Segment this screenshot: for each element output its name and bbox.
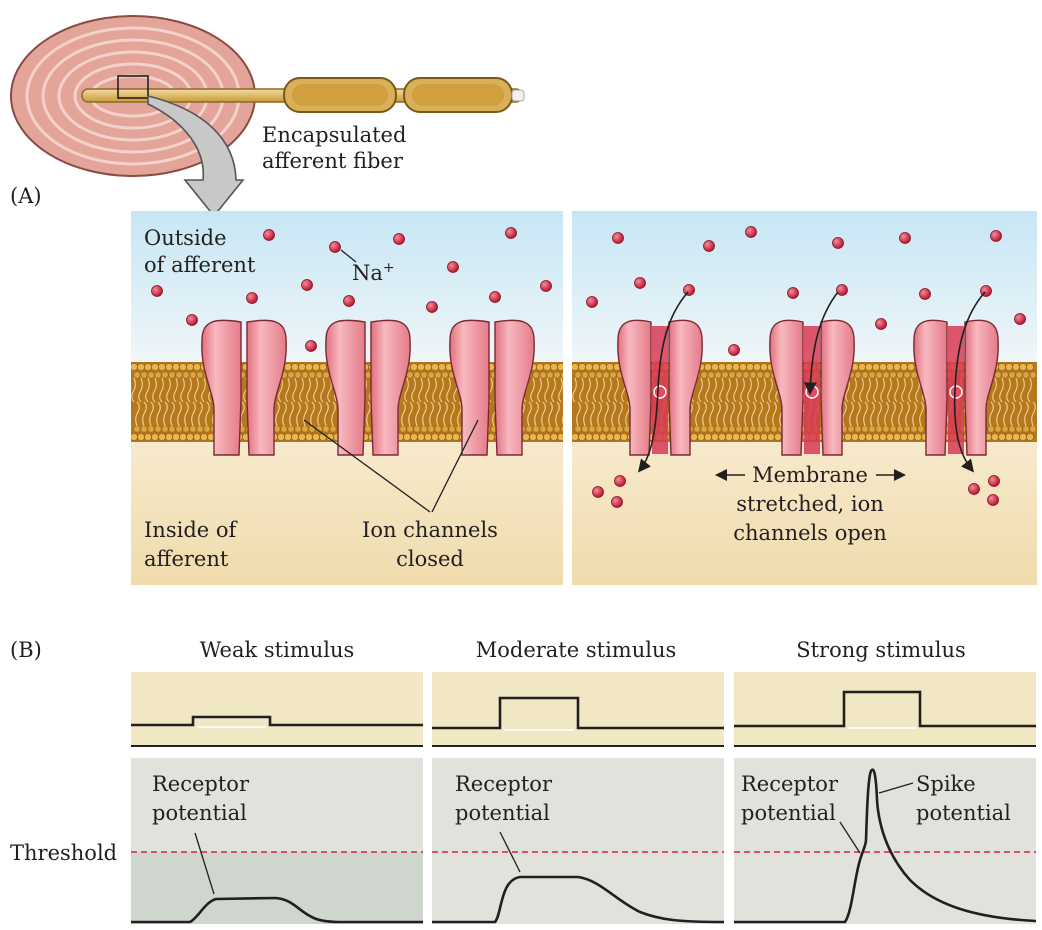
receptor-label-strong-line1: Receptor <box>741 772 839 796</box>
open-label-line3: channels open <box>733 521 887 545</box>
spike-label-line2: potential <box>916 801 1011 825</box>
column-title-moderate: Moderate stimulus <box>476 638 677 662</box>
spike-leader-strong <box>878 782 914 794</box>
stimulus-trace-moderate <box>432 696 724 730</box>
inside-label-line1: Inside of <box>144 518 239 542</box>
receptor-leader-moderate <box>499 831 521 873</box>
receptor-label-strong-line2: potential <box>741 801 836 825</box>
receptor-leader-strong <box>839 821 861 854</box>
receptor-potential-weak <box>131 896 423 924</box>
stimulus-column-strong: Strong stimulus Receptor potential Spike… <box>734 638 1037 924</box>
receptor-leader-weak <box>194 832 215 895</box>
receptor-label-moderate-line1: Receptor <box>455 772 553 796</box>
stimulus-trace-strong <box>734 690 1036 728</box>
stimulus-column-weak: Weak stimulus Receptor potential <box>131 638 423 924</box>
outside-label-line2: of afferent <box>144 253 256 277</box>
sodium-ions-right <box>586 226 1026 508</box>
closed-channel-leaders <box>303 419 479 513</box>
threshold-label: Threshold <box>10 841 117 865</box>
closed-label-line2: closed <box>396 547 464 571</box>
open-label-line2: stretched, ion <box>736 492 884 516</box>
open-label-line1: Membrane <box>752 463 868 487</box>
open-ion-channels <box>617 319 999 456</box>
panel-a-letter: (A) <box>10 184 42 208</box>
panel-b-letter: (B) <box>10 638 42 662</box>
closed-ion-channels <box>201 319 535 456</box>
stimulus-trace-weak <box>131 715 423 727</box>
stimulus-trace-box-weak <box>131 672 423 746</box>
receptor-potential-moderate <box>432 875 725 924</box>
spike-label-line1: Spike <box>916 772 976 796</box>
zoom-box <box>117 75 149 99</box>
ion-flow-arrows <box>638 291 986 473</box>
receptor-label-weak-line2: potential <box>152 801 247 825</box>
encapsulated-fiber-illustration <box>10 15 525 218</box>
sodium-ions-left <box>151 227 552 352</box>
fiber-label-line2: afferent fiber <box>262 149 404 173</box>
receptor-label-weak-line1: Receptor <box>152 772 250 796</box>
stimulus-trace-box-strong <box>734 672 1036 746</box>
spike-potential-strong <box>734 768 1037 924</box>
stimulus-column-moderate: Moderate stimulus Receptor potential <box>432 638 725 924</box>
inside-label-line2: afferent <box>144 547 229 571</box>
receptor-label-moderate-line2: potential <box>455 801 550 825</box>
sodium-label: Na+ <box>352 260 395 285</box>
column-title-weak: Weak stimulus <box>200 638 355 662</box>
column-title-strong: Strong stimulus <box>796 638 966 662</box>
fiber-label-line1: Encapsulated <box>262 123 406 147</box>
outside-label-line1: Outside <box>144 226 227 250</box>
sodium-leader <box>340 249 357 263</box>
closed-label-line1: Ion channels <box>362 518 498 542</box>
response-trace-box-moderate <box>432 758 724 924</box>
